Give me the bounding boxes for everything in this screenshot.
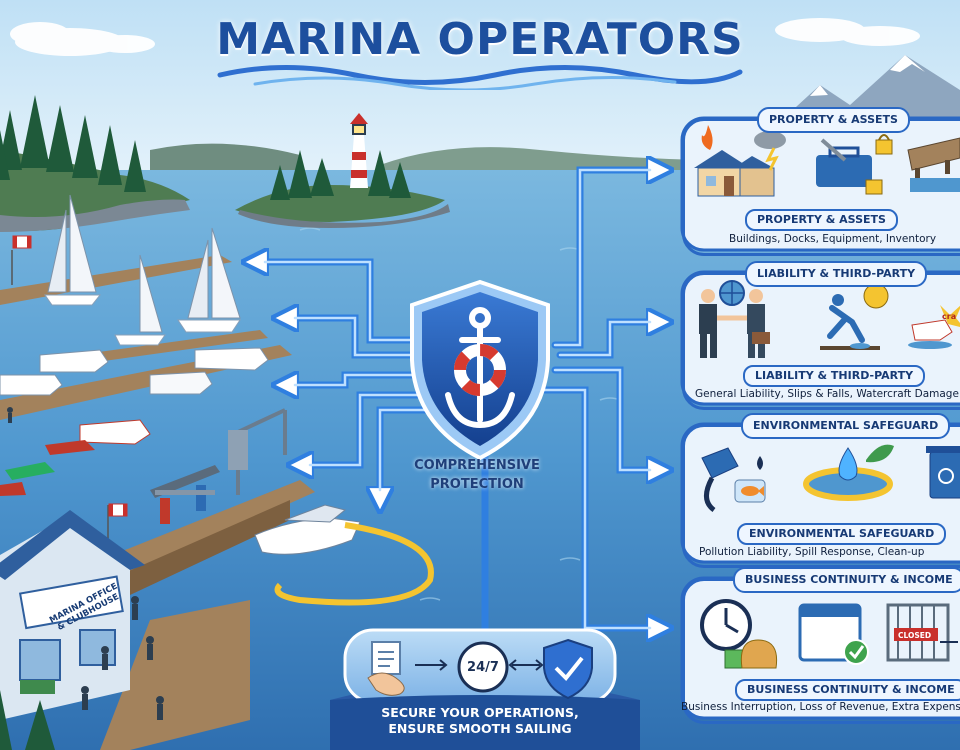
bottom-wave	[330, 695, 640, 750]
clock-24-7-icon	[457, 641, 509, 693]
globe-icon	[719, 280, 745, 306]
question-icon	[863, 283, 889, 309]
liability-icons	[699, 280, 960, 358]
storm-cloud-icon	[754, 131, 786, 171]
house-icon	[694, 150, 775, 197]
handshake-icon	[367, 672, 405, 696]
motorboats	[0, 347, 361, 555]
water-drop-icon	[838, 447, 858, 481]
business-icons	[700, 599, 958, 669]
fire-icon	[701, 125, 713, 150]
marina-office-building	[0, 510, 145, 720]
calendar-check-icon	[798, 603, 869, 665]
fuel-nozzle-icon	[701, 447, 763, 513]
page-title: MARINA OPERATORS	[216, 14, 744, 65]
jet-skis	[0, 440, 95, 496]
padlock-icon	[865, 134, 893, 195]
yacht	[254, 517, 361, 555]
toolbox-icon	[816, 138, 872, 187]
dock-icon	[907, 137, 960, 192]
central-shield-icon	[410, 279, 550, 461]
left-trees	[0, 95, 146, 192]
fuel-station	[150, 465, 220, 524]
property-icons	[694, 125, 960, 197]
crash-label: cra	[942, 312, 957, 321]
center-label-line2: PROTECTION	[430, 477, 524, 492]
shield-check-icon	[543, 638, 593, 700]
closed-gate-icon	[886, 603, 958, 662]
bottom-tagline-line2: ENSURE SMOOTH SAILING	[388, 721, 572, 736]
spill-boom	[274, 522, 434, 606]
lighthouse-icon	[350, 113, 368, 188]
center-label: COMPREHENSIVE PROTECTION	[392, 456, 562, 494]
center-label-line1: COMPREHENSIVE	[414, 458, 540, 473]
slip-fall-icon	[820, 294, 880, 350]
bottom-tagline: SECURE YOUR OPERATIONS, ENSURE SMOOTH SA…	[340, 705, 620, 737]
recycle-bin-icon	[926, 446, 960, 499]
fish-icon	[734, 479, 766, 503]
arrow-right-icon	[415, 659, 448, 671]
boardwalk	[100, 600, 250, 750]
money-bag-icon	[724, 639, 778, 669]
closed-label: CLOSED	[898, 631, 932, 640]
clouds	[10, 18, 920, 56]
clock-label: 24/7	[467, 660, 499, 675]
leaf-icon	[866, 444, 894, 463]
document-icon	[371, 641, 401, 675]
clock-icon	[700, 599, 752, 651]
boat-crash-icon	[908, 305, 960, 349]
anchor-icon	[445, 307, 515, 429]
environmental-icons	[701, 444, 960, 513]
title-wave-icon	[217, 65, 743, 90]
life-ring-icon	[454, 344, 506, 396]
sailboats	[44, 194, 241, 346]
arrow-both-icon	[508, 659, 544, 671]
people	[7, 407, 164, 720]
handshake-people-icon	[699, 289, 770, 358]
bottom-tagline-line1: SECURE YOUR OPERATIONS,	[381, 705, 579, 720]
